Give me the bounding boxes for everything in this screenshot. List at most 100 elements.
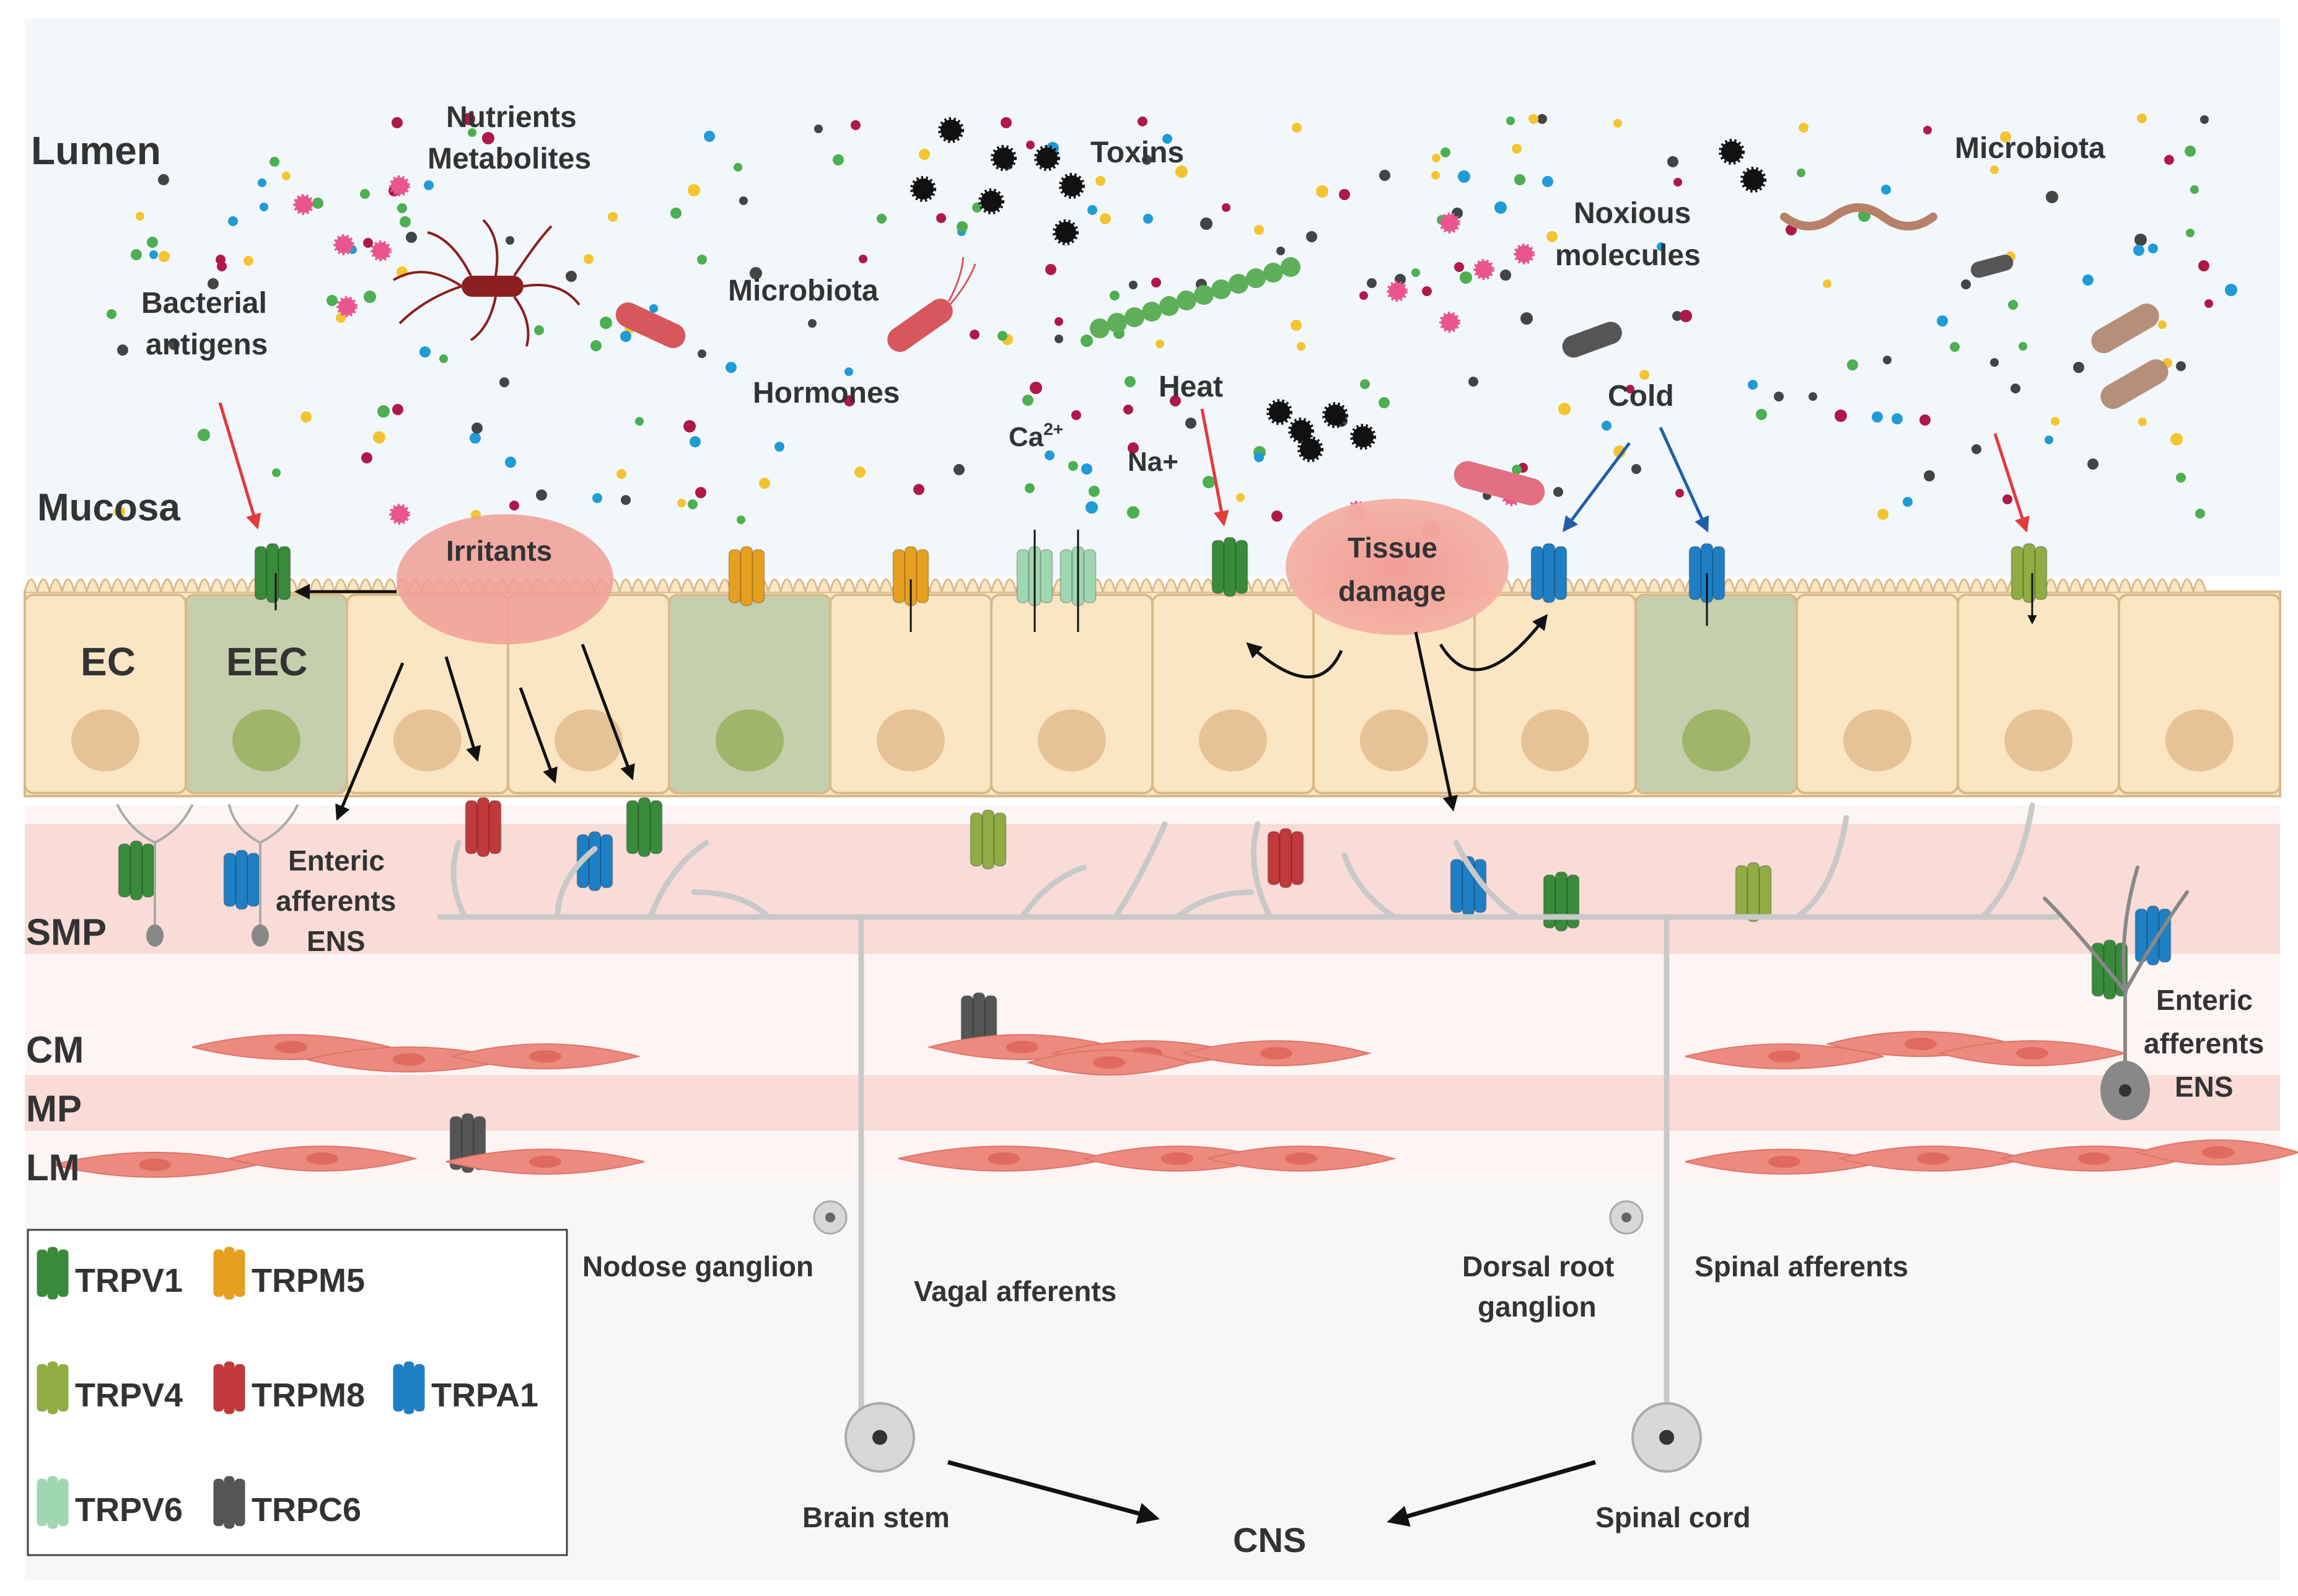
antigen-particle [389, 175, 410, 196]
particle [1200, 217, 1213, 230]
bacterium-red-flagellate [392, 219, 581, 347]
particle [737, 515, 745, 524]
antigen-particle [389, 504, 410, 525]
particle [621, 495, 631, 505]
chain-bead [1107, 313, 1127, 333]
particle [1631, 464, 1641, 474]
microbiota-center-label: Microbiota [728, 274, 879, 307]
particle [463, 113, 475, 125]
chain-bead [1211, 279, 1231, 299]
channel-trpv1 [118, 840, 155, 901]
particle [282, 172, 291, 180]
chain-bead [1142, 302, 1162, 322]
toxin-particle [1322, 402, 1348, 428]
particle [688, 184, 700, 196]
particle [1367, 278, 1377, 288]
heat-label: Heat [1159, 370, 1223, 403]
particle [260, 203, 268, 211]
arrow-spinalcord-cns [1387, 1460, 1596, 1527]
bacterium-grey-small [1970, 254, 2014, 278]
lm-label: LM [26, 1147, 80, 1188]
particle [327, 295, 338, 306]
particle [620, 331, 631, 342]
particle [1127, 506, 1139, 519]
arrow-irritants-3 [519, 687, 558, 784]
particle [147, 237, 158, 248]
toxin-particle [1053, 219, 1079, 245]
toxin-particle [1059, 173, 1085, 199]
spinal-cord-label: Spinal cord [1595, 1501, 1750, 1533]
arrow-irritants-4 [581, 644, 635, 781]
blue-arrow-cold-2 [1659, 426, 1709, 533]
particle [136, 212, 144, 221]
particle [1045, 450, 1055, 460]
particle [1203, 476, 1215, 488]
toxin-particle [910, 176, 936, 202]
legend-label: TRPV4 [75, 1377, 183, 1414]
particle [1081, 335, 1093, 347]
particle [363, 238, 373, 248]
particle [1026, 141, 1035, 149]
particle [499, 377, 509, 387]
particle [1537, 114, 1547, 124]
chain-bead [1194, 285, 1214, 305]
cell-nucleus [2004, 709, 2072, 771]
particle [1626, 385, 1634, 393]
particle [1254, 225, 1264, 235]
particle [1100, 213, 1111, 224]
chain-bead [1177, 291, 1196, 310]
red-arrow-bacterial [218, 402, 261, 530]
legend-label: TRPM5 [252, 1262, 365, 1299]
particle [851, 120, 861, 130]
channel-trpa1 [2134, 905, 2172, 966]
mp-band [25, 1075, 2280, 1131]
particle [936, 213, 946, 223]
particle [406, 232, 417, 243]
cell-nucleus [555, 709, 623, 771]
particle [998, 331, 1007, 341]
legend-item-trpc6: TRPC6 [213, 1476, 361, 1529]
particle [471, 423, 483, 434]
blue-arrow-cold-1 [1563, 442, 1631, 532]
particle [1542, 176, 1553, 187]
particle [243, 256, 253, 266]
particle [1055, 317, 1063, 326]
particle [1923, 126, 1932, 134]
muscle-nucleus [1917, 1152, 1949, 1165]
channel-trpv1 [254, 543, 291, 603]
particle [1558, 403, 1571, 415]
irritants-label: Irritants [446, 535, 552, 567]
particle [592, 493, 602, 503]
particle [1613, 119, 1622, 128]
cell-nucleus [232, 709, 300, 771]
bacterial-label-1: Bacterial [141, 287, 267, 320]
particle [1613, 445, 1626, 458]
arrows-channel-down [274, 530, 2032, 632]
particle [270, 157, 279, 167]
particle [584, 254, 594, 264]
particle [1162, 134, 1172, 144]
particle [1170, 395, 1181, 406]
muscle-nucleus [529, 1050, 561, 1063]
bacterium-brown-upper [2091, 304, 2159, 353]
particle [377, 405, 390, 418]
microbes [392, 203, 2169, 506]
particle [149, 250, 158, 259]
na-label: Na+ [1128, 447, 1178, 477]
particle [1175, 165, 1188, 178]
cell-nucleus [1038, 709, 1106, 771]
chain-bead [1263, 263, 1283, 283]
legend-label: TRPV6 [75, 1491, 183, 1528]
particle [258, 178, 266, 187]
particle [2225, 284, 2237, 296]
particle [1151, 278, 1161, 287]
brain-stem-label: Brain stem [802, 1501, 950, 1533]
particle [2204, 299, 2213, 308]
particle [726, 362, 737, 373]
particle [131, 249, 142, 260]
legend-channel-icon [37, 1476, 69, 1529]
particle [1990, 165, 1999, 174]
particle [158, 174, 169, 185]
bacterium-grey-rod [1562, 322, 1622, 358]
particle [1797, 169, 1805, 177]
